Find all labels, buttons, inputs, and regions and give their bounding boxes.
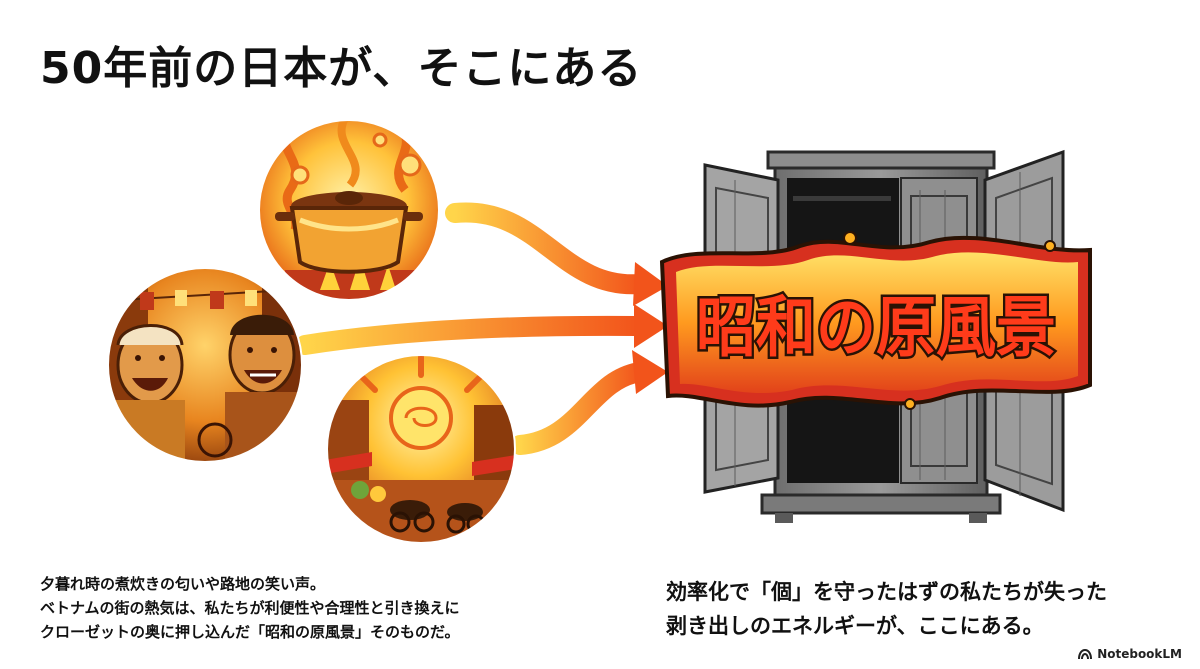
brand-watermark: NotebookLM	[1078, 647, 1182, 661]
banner-text: 昭和の原風景	[696, 289, 1056, 366]
caption-left-line: クローゼットの奥に押し込んだ「昭和の原風景」そのものだ。	[40, 623, 460, 641]
caption-left-line: 夕暮れ時の煮炊きの匂いや路地の笑い声。	[40, 575, 326, 593]
street-people-illustration	[107, 267, 303, 463]
arrow-middle	[295, 304, 668, 355]
showa-banner: 昭和の原風景	[659, 231, 1092, 410]
caption-left: 夕暮れ時の煮炊きの匂いや路地の笑い声。 ベトナムの街の熱気は、私たちが利便性や合…	[40, 572, 600, 644]
sun-market-illustration	[326, 354, 516, 544]
caption-right-line: 剥き出しのエネルギーが、ここにある。	[666, 614, 1044, 638]
caption-left-line: ベトナムの街の熱気は、私たちが利便性や合理性と引き換えに	[40, 599, 460, 617]
page-title: 50年前の日本が、そこにある	[40, 43, 643, 94]
notebooklm-logo-icon	[1078, 648, 1093, 660]
arrow-bottom	[510, 350, 668, 455]
brand-name: NotebookLM	[1097, 647, 1182, 661]
arrow-top	[445, 202, 668, 306]
cooking-pot-illustration	[258, 119, 440, 301]
caption-right: 効率化で「個」を守ったはずの私たちが失った 剥き出しのエネルギーが、ここにある。	[666, 575, 1186, 643]
caption-right-line: 効率化で「個」を守ったはずの私たちが失った	[666, 580, 1107, 604]
